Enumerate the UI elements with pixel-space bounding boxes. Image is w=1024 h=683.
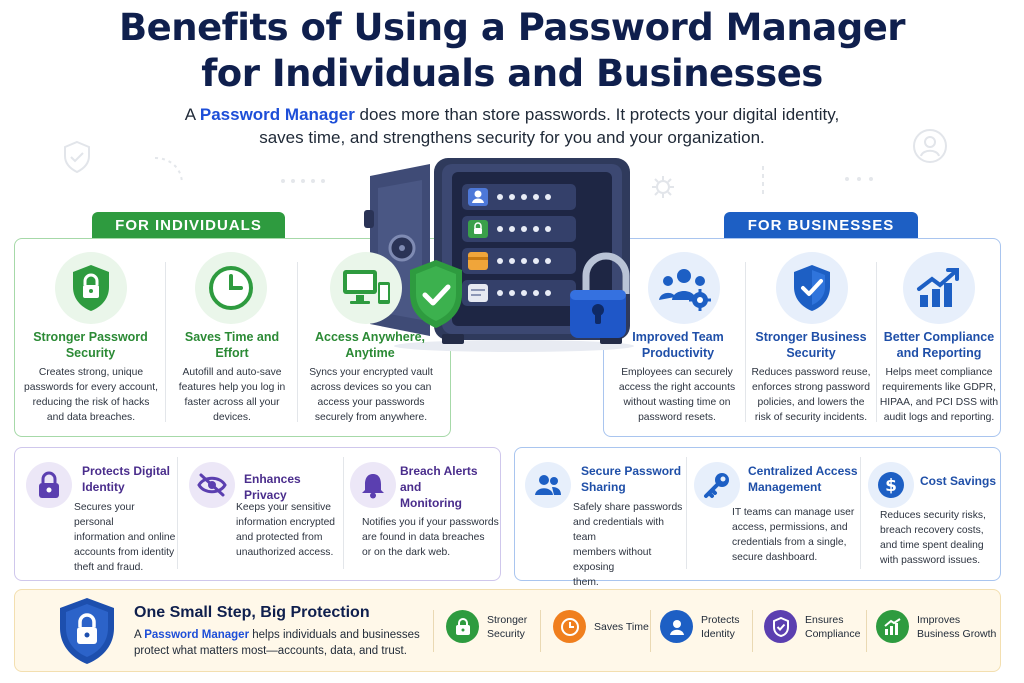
growth-chart-icon <box>903 252 975 324</box>
clock-icon <box>195 252 267 324</box>
bell-icon <box>350 462 396 508</box>
eye-off-icon <box>189 462 235 508</box>
devices-icon <box>330 252 402 324</box>
feature-title: Access Anywhere,Anytime <box>314 330 425 360</box>
page-title: Benefits of Using a Password Manager <box>118 6 906 49</box>
subtitle-line2: saves time, and strengthens security for… <box>259 128 765 147</box>
page-title-line2: for Individuals and Businesses <box>201 52 823 95</box>
lock-shield-icon <box>60 598 114 664</box>
individuals-secondary-panel <box>14 447 501 581</box>
team-gear-icon <box>648 252 720 324</box>
subtitle-highlight: Password Manager <box>199 105 355 124</box>
lock-icon <box>26 462 72 508</box>
shield-outline-icon <box>64 140 90 174</box>
lock-shield-icon <box>55 252 127 324</box>
banner-title: One Small Step, Big Protection <box>134 604 370 621</box>
bottom-banner <box>14 589 1001 672</box>
user-icon <box>660 610 693 643</box>
dash-line-icon <box>762 166 764 198</box>
user-outline-icon <box>913 129 947 163</box>
businesses-secondary-panel <box>514 447 1001 581</box>
dollar-icon: $ <box>868 462 914 508</box>
businesses-label: FOR BUSINESSES <box>724 212 918 239</box>
key-icon <box>694 462 740 508</box>
feature-title: Enhances Privacy <box>244 472 301 502</box>
feature-desc: Reduces security risks,breach recovery c… <box>880 510 986 566</box>
check-shield-icon <box>776 252 848 324</box>
lock-icon <box>446 610 479 643</box>
clock-icon <box>553 610 586 643</box>
gear-outline-icon <box>652 176 674 198</box>
banner-desc: A Password Manager helps individuals and… <box>134 629 420 657</box>
vault-icon <box>364 158 634 352</box>
growth-chart-icon <box>876 610 909 643</box>
individuals-label: FOR INDIVIDUALS <box>92 212 285 239</box>
banner-item-time: Saves Time <box>553 610 649 643</box>
dots-icon <box>845 177 873 181</box>
svg-text:$: $ <box>885 476 897 496</box>
dotted-arc-icon <box>154 157 183 185</box>
subtitle: A Password Manager does more than store … <box>184 105 840 124</box>
users-icon <box>525 462 571 508</box>
feature-desc: Reduces password reuse,enforces strong p… <box>751 367 871 423</box>
feature-title: Cost Savings <box>920 474 997 488</box>
dots-icon <box>281 179 325 183</box>
check-shield-icon <box>764 610 797 643</box>
